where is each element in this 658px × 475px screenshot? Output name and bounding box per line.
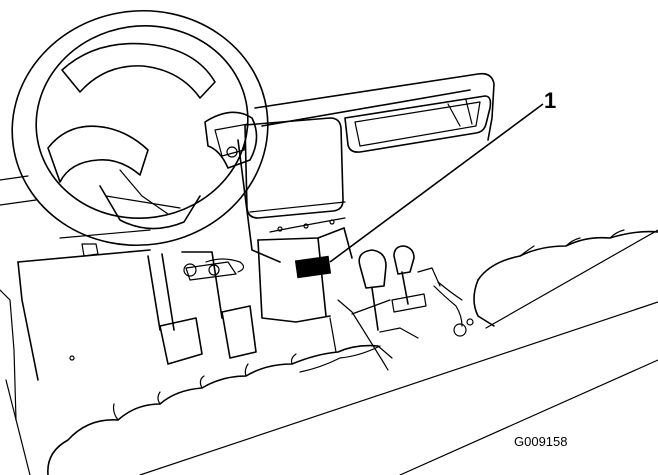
shift-levers	[358, 245, 441, 331]
throttle-cable	[433, 281, 474, 337]
steering-wheel	[11, 9, 269, 247]
dashboard-shell	[0, 72, 495, 381]
callout-number: 1	[544, 88, 557, 113]
pedal-assembly	[147, 251, 257, 365]
decal-label	[294, 255, 332, 279]
center-console	[257, 227, 353, 323]
body-left-edge	[0, 243, 99, 475]
figure-id-label: G009158	[514, 434, 568, 449]
steering-column	[99, 185, 201, 230]
seat-front	[47, 301, 658, 475]
instrument-cluster	[244, 117, 346, 233]
floor-tunnel	[329, 299, 419, 371]
seat-right	[473, 229, 658, 329]
dash-storage-panel	[344, 95, 492, 153]
callout-leader-line	[329, 103, 544, 263]
